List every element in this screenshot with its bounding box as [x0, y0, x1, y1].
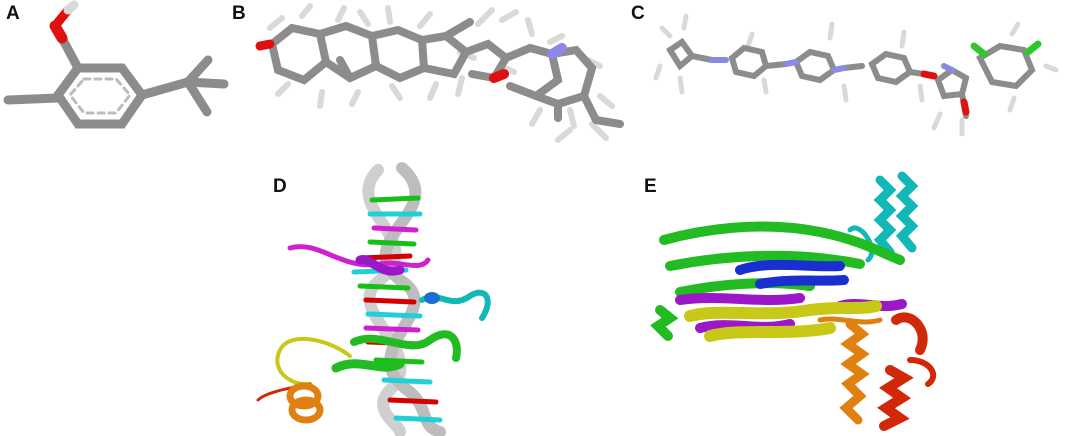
protein-helix-purple — [355, 255, 405, 276]
oxygen-atom-b1 — [255, 39, 275, 51]
panel-d-protein-dna — [250, 160, 560, 436]
protein-chain-green — [350, 330, 461, 362]
isopropyl-branch-2 — [183, 77, 212, 117]
panel-label-a: A — [6, 3, 20, 24]
molecule-c-svg — [653, 13, 1059, 137]
protein-chain-cyan-e — [847, 171, 919, 263]
protein-chain-yellow-e — [684, 300, 882, 342]
molecule-a-svg — [3, 0, 229, 129]
protein-chain-orange-e — [817, 316, 883, 425]
carbon-skeleton-b — [267, 18, 624, 128]
molecule-b-svg — [255, 3, 624, 143]
hydroxyl-hydrogen — [63, 0, 79, 15]
nitrogen-atoms-c — [709, 57, 955, 73]
isopropyl-bond — [137, 77, 193, 100]
c-o-bond — [57, 33, 83, 73]
oxygen-atom-c2 — [960, 98, 970, 116]
protein-dna-svg — [256, 162, 491, 436]
protein-helix-orange — [286, 382, 324, 424]
panel-b-molecule — [240, 0, 630, 160]
panel-e-protein-complex — [640, 160, 1072, 436]
protein-blue-patch — [424, 292, 440, 304]
protein-loop-yellow — [275, 336, 352, 387]
methyl-bond — [3, 93, 63, 105]
panel-label-c: C — [631, 3, 645, 24]
panel-label-d: D — [273, 176, 287, 197]
chlorine-atom-c2 — [1024, 40, 1042, 56]
chlorine-atom-c1 — [970, 42, 988, 58]
hydrogen-atoms-c — [653, 13, 1059, 137]
dna-strand-1 — [362, 164, 407, 436]
nitrogen-atom-b — [547, 43, 567, 59]
protein-chain-blue-e — [735, 259, 849, 289]
aromatic-dash — [68, 77, 132, 115]
isopropyl-branch-3 — [183, 77, 229, 89]
panel-c-molecule — [640, 0, 1072, 160]
oxygen-atom-c1 — [920, 70, 938, 80]
panel-a-molecule — [0, 0, 230, 160]
protein-chain-red-e — [877, 312, 937, 431]
protein-complex-svg — [650, 171, 937, 431]
panel-label-b: B — [232, 3, 246, 24]
dna-strand-2 — [379, 162, 446, 436]
protein-helix-green — [331, 359, 405, 373]
panel-label-e: E — [644, 176, 657, 197]
oxygen-atom-b2 — [489, 69, 509, 83]
